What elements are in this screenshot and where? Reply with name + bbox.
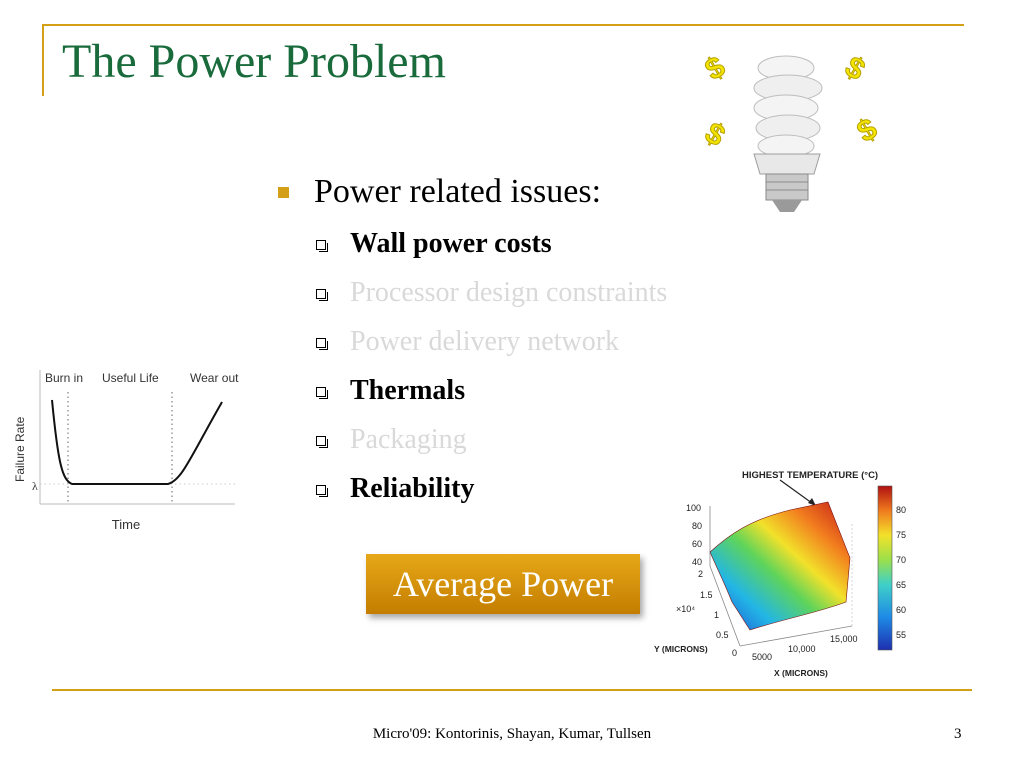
sub-bullet-text: Thermals <box>350 375 466 406</box>
y-axis-label: Y (MICRONS) <box>654 644 708 654</box>
bottom-frame-line <box>52 689 972 691</box>
y-tick: 0.5 <box>716 630 729 640</box>
x-axis-label: Time <box>112 517 140 532</box>
colorbar-tick: 75 <box>896 530 906 540</box>
temperature-surface-figure: HIGHEST TEMPERATURE (°C) 100 80 60 40 2 … <box>654 470 906 678</box>
x-axis-label: X (MICRONS) <box>774 668 828 678</box>
colorbar-tick: 60 <box>896 605 906 615</box>
square-bullet-icon <box>278 187 289 198</box>
dollar-sign-icon: $ <box>839 50 871 88</box>
heatmap-title: HIGHEST TEMPERATURE (°C) <box>742 470 878 481</box>
dollar-sign-icon: $ <box>699 116 731 154</box>
sub-bullet-text: Wall power costs <box>350 228 552 259</box>
dollar-sign-icon: $ <box>851 112 883 150</box>
checkbox-bullet-icon <box>316 240 328 252</box>
x-tick: 5000 <box>752 652 772 662</box>
colorbar-tick: 80 <box>896 505 906 515</box>
sub-bullet-text: Packaging <box>350 424 467 455</box>
dollar-sign-icon: $ <box>699 50 731 88</box>
checkbox-bullet-icon <box>316 387 328 399</box>
y-tick: 1 <box>714 610 719 620</box>
phase-label-burn-in: Burn in <box>45 371 83 385</box>
y-axis-label: Failure Rate <box>13 416 27 482</box>
y-multiplier: ×10⁴ <box>676 604 695 614</box>
y-tick: 2 <box>698 569 703 579</box>
checkbox-bullet-icon <box>316 485 328 497</box>
z-tick: 60 <box>692 539 702 549</box>
checkbox-bullet-icon <box>316 436 328 448</box>
light-bulb-image: $ $ $ $ <box>699 50 883 212</box>
main-bullet-text: Power related issues: <box>314 173 602 210</box>
page-number: 3 <box>954 726 962 742</box>
top-frame-line <box>42 24 964 26</box>
left-frame-line <box>42 24 44 96</box>
sub-bullet-text: Power delivery network <box>350 326 620 357</box>
sub-bullet-text: Processor design constraints <box>350 277 668 308</box>
colorbar-tick: 65 <box>896 580 906 590</box>
bathtub-curve <box>51 399 223 485</box>
colorbar <box>877 485 893 651</box>
colorbar-tick: 70 <box>896 555 906 565</box>
svg-text:$: $ <box>852 112 883 149</box>
sub-bullet-text: Reliability <box>350 473 475 504</box>
temperature-surface <box>709 501 851 631</box>
y-tick: 1.5 <box>700 590 713 600</box>
light-bulb-icon <box>753 55 823 212</box>
checkbox-bullet-icon <box>316 338 328 350</box>
x-tick: 10,000 <box>788 644 816 654</box>
svg-text:$: $ <box>700 50 731 87</box>
arrow-head <box>808 498 816 506</box>
colorbar-tick: 55 <box>896 630 906 640</box>
phase-label-useful-life: Useful Life <box>102 371 159 385</box>
z-tick: 80 <box>692 521 702 531</box>
slide-title: The Power Problem <box>62 35 446 88</box>
x-tick: 15,000 <box>830 634 858 644</box>
svg-text:$: $ <box>839 50 870 87</box>
svg-text:$: $ <box>699 116 730 153</box>
z-tick: 40 <box>692 557 702 567</box>
phase-label-wear-out: Wear out <box>190 371 239 385</box>
checkbox-bullet-icon <box>316 289 328 301</box>
bathtub-curve-figure: Burn in Useful Life Wear out Failure Rat… <box>13 370 239 532</box>
z-tick: 100 <box>686 503 701 513</box>
average-power-callout: Average Power <box>366 554 640 614</box>
y-tick: 0 <box>732 648 737 658</box>
lambda-label: λ <box>32 479 38 493</box>
slide-footer: Micro'09: Kontorinis, Shayan, Kumar, Tul… <box>372 726 652 742</box>
